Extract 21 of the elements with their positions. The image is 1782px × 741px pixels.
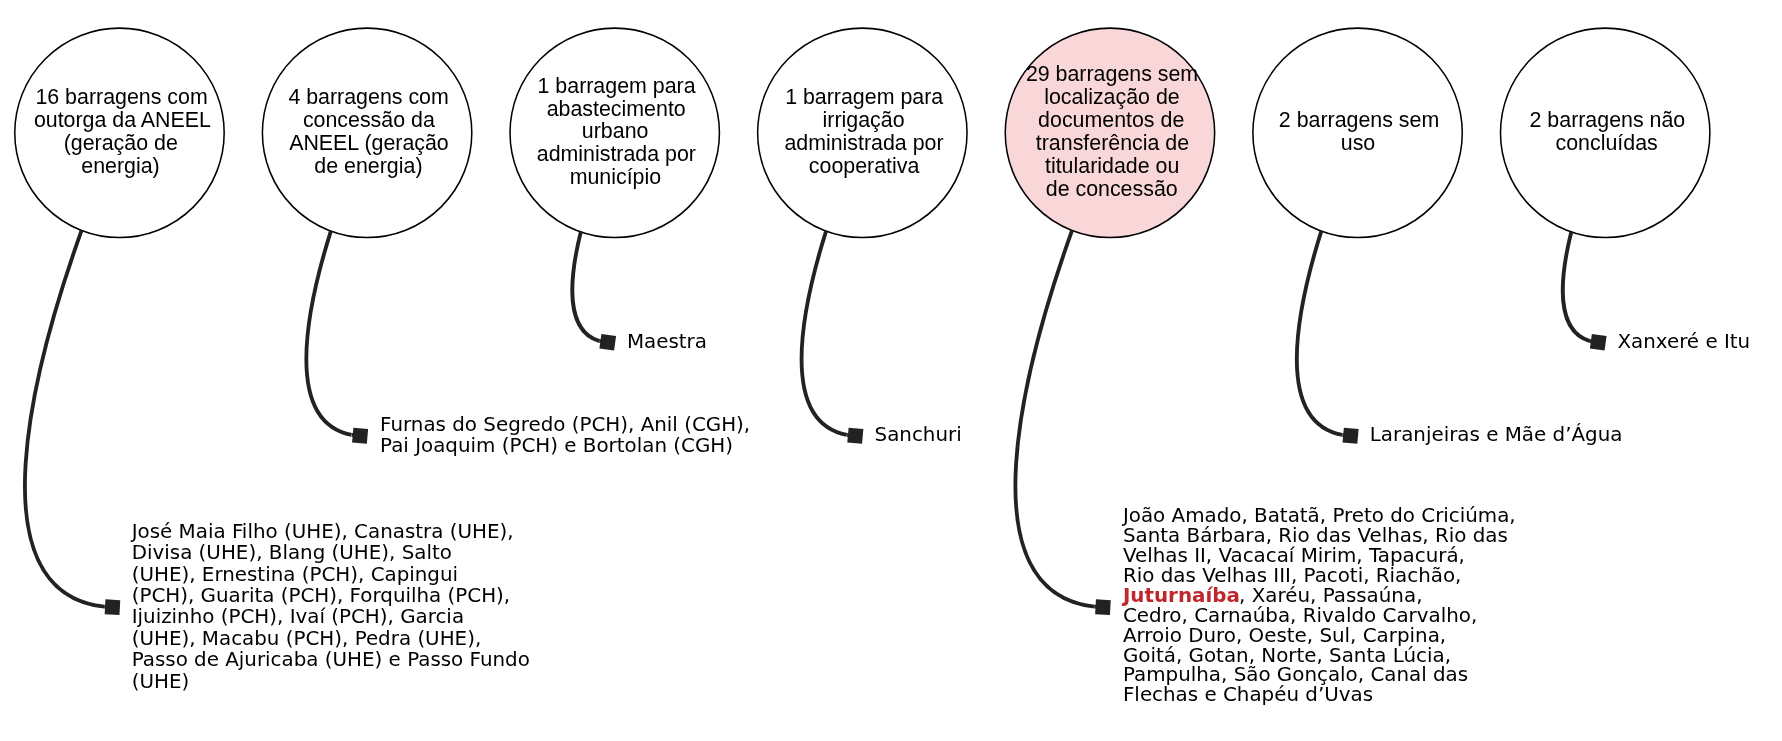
node-text: Furnas do Segredo (PCH), Anil (CGH), Pai Joaquim (PCH) e Bortolan (CGH) <box>380 412 751 458</box>
node-text: Maestra <box>626 330 707 354</box>
node-circle: 4 barragens com concessão da ANEEL (geração de energia) <box>261 27 473 239</box>
arrow <box>23 230 121 615</box>
node-circle: 1 barragem para irrigação administrada por cooperativa <box>756 27 968 239</box>
node-circle: 29 barragens sem localização de documentos de transferência de titularidade ou de concessão <box>1004 27 1216 239</box>
node-text: Laranjeiras e Mãe d’Água <box>1369 423 1623 447</box>
arrow <box>1560 231 1607 351</box>
arrow <box>1013 230 1111 615</box>
arrow <box>799 230 864 444</box>
node-text: João Amado, Batatã, Preto do Criciúma, Santa Bárbara, Rio das Velhas, Rio das Velhas II, Vacacaí Mirim, Tapacurá, Rio das Velhas III, Pacoti, Riachão, Juturnaíba, Xaréu, Passaúna, Cedro, Carnaúba, Rivaldo Carvalho, Arroio Duro, Oeste, Sul, Carpina, Goitá, Gotan, Norte, Santa Lúcia, Pampulha, São Gonçalo, Canal das Flechas e Chapéu d’Uvas <box>1122 504 1516 707</box>
arrow <box>304 230 369 444</box>
node-circle: 2 barragens sem uso <box>1252 27 1464 239</box>
arrow <box>1294 230 1359 444</box>
node-circle: 2 barragens não concluídas <box>1499 27 1711 239</box>
node-circle: 16 barragens com outorga da ANEEL (geração de energia) <box>14 27 225 239</box>
node-circle: 1 barragem para abastecimento urbano administrada por município <box>509 27 721 239</box>
node-text: Xanxeré e Itu <box>1617 330 1751 354</box>
arrow <box>570 231 617 351</box>
node-text: José Maia Filho (UHE), Canastra (UHE), Divisa (UHE), Blang (UHE), Salto (UHE), Ernestina (PCH), Capingui (PCH), Guarita (PCH), Forquilha (PCH), Ijuizinho (PCH), Ivaí (PCH), Garcia (UHE), Macabu (PCH), Pedra (UHE), Passo de Ajuricaba (UHE) e Passo Fundo (UHE) <box>131 519 530 693</box>
node-text: Sanchuri <box>874 423 962 447</box>
